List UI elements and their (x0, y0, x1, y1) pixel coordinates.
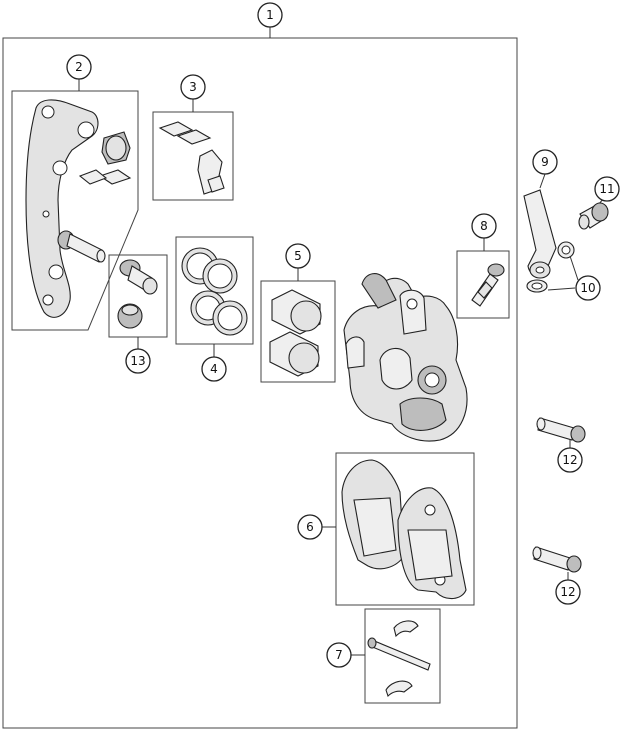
callout-5: 5 (285, 243, 311, 269)
callout-label-7: 7 (335, 648, 343, 662)
mounting-bolt-upper (536, 417, 586, 443)
callout-label-12-lower: 12 (560, 585, 575, 599)
callout-10: 10 (575, 275, 601, 301)
callout-3: 3 (180, 74, 206, 100)
brake-pads (341, 459, 467, 600)
slide-pin-boot (101, 131, 131, 165)
pad-pin-and-clips (367, 620, 431, 698)
callout-label-4: 4 (210, 362, 218, 376)
brake-caliper-body (343, 273, 468, 442)
callout-label-8: 8 (480, 219, 488, 233)
bracket-group-box (11, 90, 139, 331)
piston-seal-rings (181, 247, 248, 336)
pad-spring-clips (78, 121, 225, 195)
callout-4: 4 (201, 356, 227, 382)
callout-label-10: 10 (580, 281, 595, 295)
callout-1: 1 (257, 2, 283, 28)
callout-label-11: 11 (599, 182, 614, 196)
pad-pin-group-box (364, 608, 441, 704)
callout-label-12-upper: 12 (562, 453, 577, 467)
bleeder-group-box (456, 250, 510, 319)
leader-line-10b (569, 255, 579, 281)
callout-6: 6 (297, 514, 323, 540)
caliper-bracket (25, 99, 99, 318)
rubber-boot-small (117, 303, 143, 329)
callout-label-13: 13 (130, 354, 145, 368)
callout-label-1: 1 (266, 8, 274, 22)
callout-label-5: 5 (294, 249, 302, 263)
callout-label-2: 2 (75, 60, 83, 74)
leader-line-9 (539, 173, 546, 189)
callout-2: 2 (66, 54, 92, 80)
brake-pad-group-box (335, 452, 475, 606)
mounting-bolt-lower (532, 546, 582, 573)
callout-8: 8 (471, 213, 497, 239)
banjo-bolt (578, 202, 609, 230)
brake-line-fitting (523, 189, 557, 279)
callout-label-6: 6 (306, 520, 314, 534)
bleeder-valve (471, 263, 505, 307)
caliper-pistons (269, 289, 322, 377)
bolt-with-cap (119, 259, 158, 295)
washers (526, 241, 575, 293)
slide-pin (57, 230, 106, 263)
callout-12-upper: 12 (557, 447, 583, 473)
brake-caliper-assembly-frame (2, 37, 518, 729)
callout-label-3: 3 (189, 80, 197, 94)
callout-13: 13 (125, 348, 151, 374)
callout-12-lower: 12 (555, 579, 581, 605)
callout-label-9: 9 (541, 155, 549, 169)
callout-11: 11 (594, 176, 620, 202)
callout-7: 7 (326, 642, 352, 668)
leader-line-10a (547, 287, 576, 291)
callout-9: 9 (532, 149, 558, 175)
